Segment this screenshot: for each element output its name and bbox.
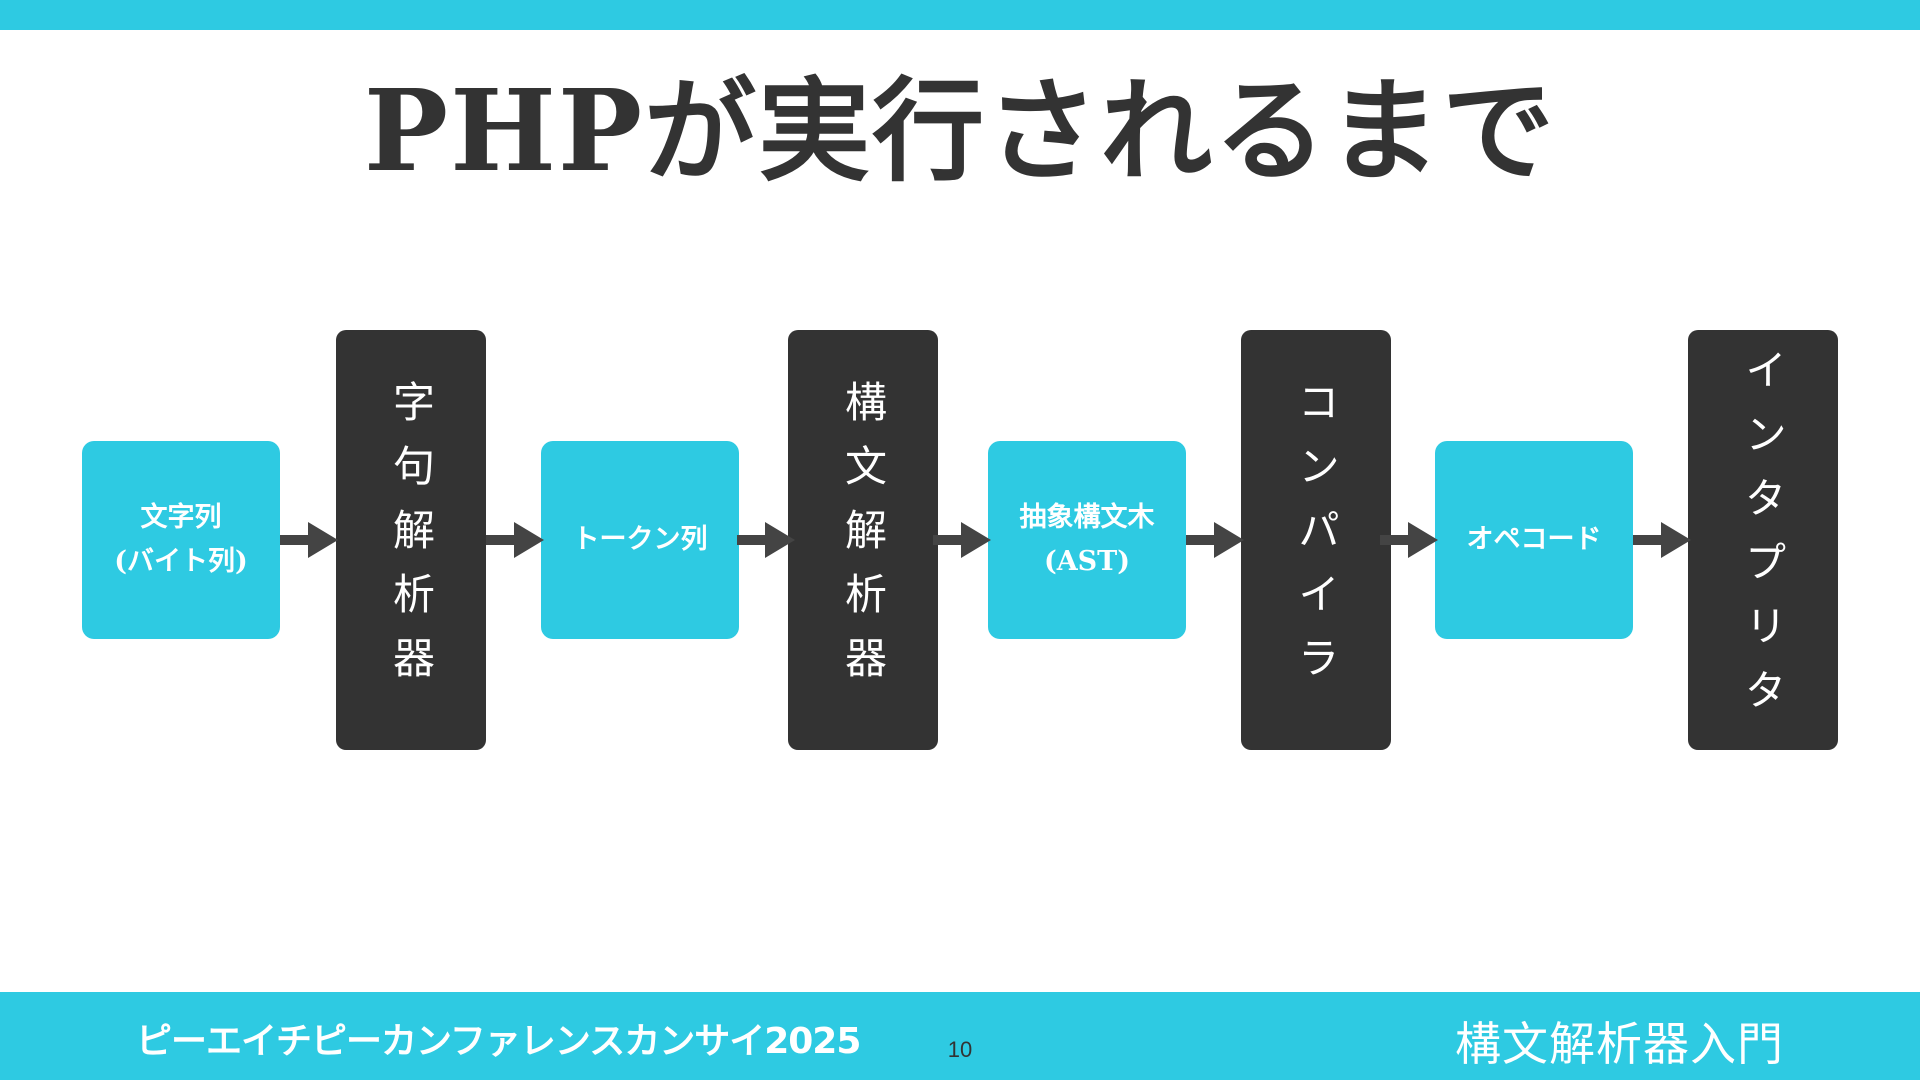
process-interpreter: インタプリタ [1688,330,1838,750]
bottom-accent-bar [0,992,1920,1080]
process-interpreter-label: インタプリタ [1738,348,1788,732]
arrow-bytes-to-lexer [280,522,338,558]
arrow-lexer-to-tokens [486,522,544,558]
node-bytes: 文字列 (バイト列) [82,441,280,639]
process-lexer-label: 字句解析器 [386,380,436,700]
node-opcode: オペコード [1435,441,1633,639]
talk-title: 構文解析器入門 [1455,1017,1784,1071]
top-accent-bar [0,0,1920,30]
event-logo: ピーエイチピーカンファレンスカンサイ2025 [136,1021,861,1062]
process-parser-label: 構文解析器 [838,380,888,700]
page-number: 10 [947,1037,973,1062]
node-tokens: トークン列 [541,441,739,639]
process-compiler: コンパイラ [1241,330,1391,750]
arrow-ast-to-compiler [1186,522,1244,558]
arrow-tokens-to-parser [737,522,795,558]
process-lexer: 字句解析器 [336,330,486,750]
page-title: PHPが実行されるまで [363,66,1557,197]
arrow-parser-to-ast [933,522,991,558]
arrow-opcode-to-interpreter [1633,522,1691,558]
process-compiler-label: コンパイラ [1291,380,1341,700]
process-parser: 構文解析器 [788,330,938,750]
arrow-compiler-to-opcode [1380,522,1438,558]
node-ast: 抽象構文木 (AST) [988,441,1186,639]
